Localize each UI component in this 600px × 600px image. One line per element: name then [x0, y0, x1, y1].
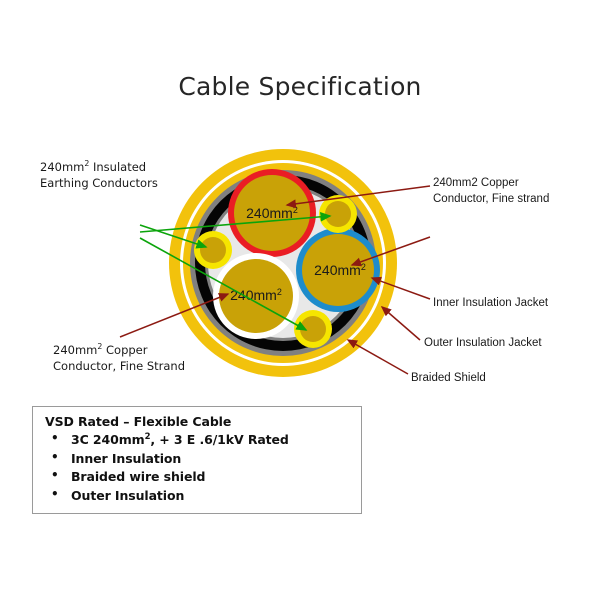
conductor-right-label: 240mm2 [314, 262, 366, 278]
leader-braided-shield [346, 339, 409, 375]
conductor-bottom-white: 240mm2 [213, 253, 299, 339]
spec-box-list: 3C 240mm2, + 3 E .6/1kV Rated Inner Insu… [45, 430, 361, 506]
callout-braided-shield: Braided Shield [411, 372, 486, 384]
conductor-bottom-label: 240mm2 [230, 287, 282, 303]
earth-conductor-left [194, 231, 232, 269]
specification-box: VSD Rated – Flexible Cable 3C 240mm2, + … [32, 406, 362, 514]
callout-inner-insulation-jacket: Inner Insulation Jacket [433, 297, 549, 309]
spec-item-0: 3C 240mm2, + 3 E .6/1kV Rated [45, 430, 361, 450]
callout-copper-left-line2: Conductor, Fine Strand [53, 358, 186, 373]
spec-item-3: Outer Insulation [45, 486, 361, 506]
spec-item-2: Braided wire shield [45, 467, 361, 487]
conductor-top-red: 240mm2 [228, 169, 316, 257]
leader-copper-right-2 [350, 236, 431, 267]
callout-earthing-line1: 240mm2 Insulated [40, 159, 147, 174]
earth-conductor-lower [294, 310, 332, 348]
callout-earthing-line2: Earthing Conductors [40, 175, 158, 190]
callout-earthing-conductors: 240mm2 Insulated Earthing Conductors [40, 160, 158, 191]
callout-outer-insulation-jacket: Outer Insulation Jacket [424, 337, 542, 349]
conductor-top-label: 240mm2 [246, 205, 298, 221]
callout-copper-right-line1: 240mm2 Copper [433, 177, 519, 189]
callout-copper-conductor-right: 240mm2 Copper Conductor, Fine strand [433, 176, 549, 207]
leader-copper-right [285, 185, 431, 209]
earthing-leader-lines [139, 212, 332, 331]
conductor-right-blue: 240mm2 [296, 228, 380, 312]
leader-outer-jacket [380, 306, 421, 341]
callout-copper-conductor-left: 240mm2 Copper Conductor, Fine Strand [53, 343, 185, 374]
leader-copper-left [119, 293, 230, 338]
callout-leader-lines [119, 185, 431, 375]
page-title: Cable Specification [178, 72, 422, 101]
spec-box-title: VSD Rated – Flexible Cable [45, 414, 232, 429]
leader-inner-jacket [370, 276, 431, 300]
callout-copper-right-line2: Conductor, Fine strand [433, 192, 550, 205]
callout-copper-left-line1: 240mm2 Copper [53, 342, 148, 357]
spec-item-1: Inner Insulation [45, 449, 361, 469]
